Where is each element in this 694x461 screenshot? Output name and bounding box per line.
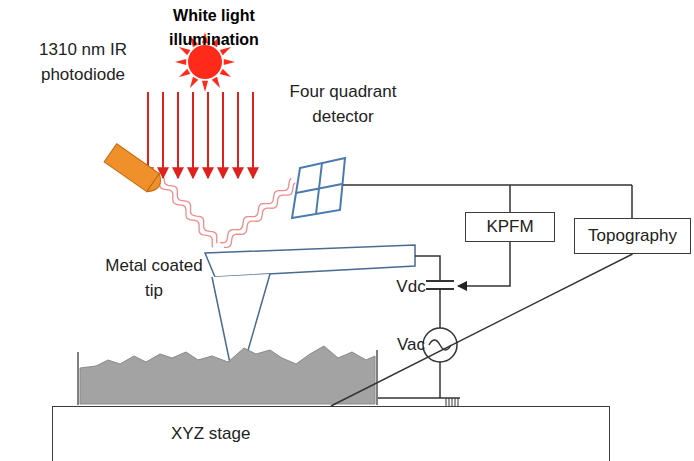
sample bbox=[78, 346, 377, 405]
box-text: XYZ stage bbox=[171, 424, 250, 444]
stage-box: XYZ stage bbox=[52, 406, 610, 461]
topography-box: Topography bbox=[574, 218, 691, 254]
ir-photodiode bbox=[104, 144, 165, 196]
part-label: 1310 nm IR photodiode bbox=[18, 38, 148, 87]
box-text: Topography bbox=[588, 226, 677, 246]
kpfm-box: KPFM bbox=[465, 212, 555, 242]
part-label: Metal coated tip bbox=[96, 254, 212, 303]
part-label: White light illumination bbox=[138, 4, 290, 52]
laser-beam bbox=[160, 178, 295, 247]
bias-circuit bbox=[378, 256, 460, 406]
voltage-label: Vac bbox=[394, 333, 428, 358]
light-rays bbox=[148, 92, 253, 178]
feedback-wire bbox=[458, 242, 510, 286]
part-label: Four quadrant detector bbox=[268, 80, 418, 129]
box-text: KPFM bbox=[486, 217, 533, 237]
voltage-label: Vdc bbox=[394, 275, 428, 300]
four-quadrant-detector bbox=[292, 158, 345, 218]
signal-wire bbox=[331, 254, 633, 406]
